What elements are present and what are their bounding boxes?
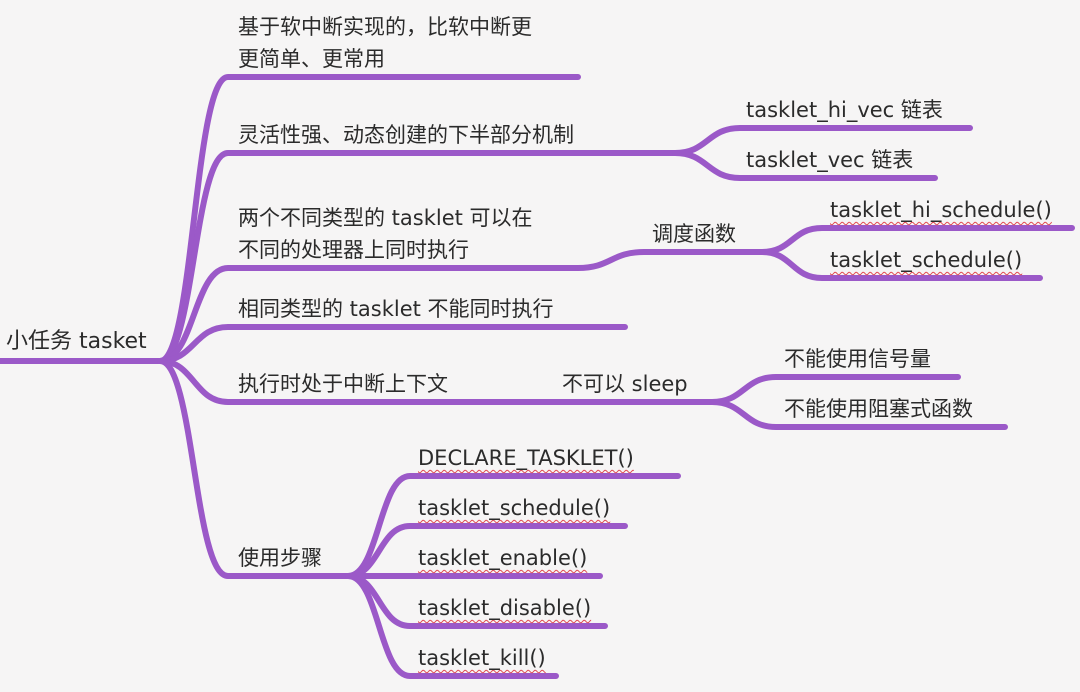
step-declare-tasklet[interactable]: DECLARE_TASKLET() [418,446,634,470]
branch-1-line-1[interactable]: 基于软中断实现的，比软中断更 [238,15,532,39]
branch-5-sub-no-sleep[interactable]: 不可以 sleep [562,372,688,396]
branch-5-child-no-blocking[interactable]: 不能使用阻塞式函数 [784,397,973,421]
connector-branch-4 [157,324,628,364]
branch-3-line-2[interactable]: 不同的处理器上同时执行 [238,238,469,262]
branch-3-line-1[interactable]: 两个不同类型的 tasklet 可以在 [238,206,533,230]
connector-b2-child-2 [672,150,938,181]
step-tasklet-disable[interactable]: tasklet_disable() [418,596,592,620]
step-tasklet-enable[interactable]: tasklet_enable() [418,546,588,570]
branch-5-label[interactable]: 执行时处于中断上下文 [238,372,448,396]
branch-2-child-vec[interactable]: tasklet_vec 链表 [746,148,914,172]
branch-3-sub-scheduler[interactable]: 调度函数 [652,222,736,246]
connector-branch-2 [157,150,678,364]
branch-2-child-hi-vec[interactable]: tasklet_hi_vec 链表 [746,98,943,122]
step-tasklet-kill[interactable]: tasklet_kill() [418,646,546,670]
branch-6-label[interactable]: 使用步骤 [238,546,322,570]
connector-branch-5 [157,358,715,405]
branch-3-child-hi-schedule[interactable]: tasklet_hi_schedule() [830,198,1052,222]
connector-branch-6 [157,358,351,579]
branch-5-child-no-semaphore[interactable]: 不能使用信号量 [784,347,931,371]
connector-step-5 [345,573,559,679]
branch-4-label[interactable]: 相同类型的 tasklet 不能同时执行 [238,297,554,321]
branch-3-child-schedule[interactable]: tasklet_schedule() [830,248,1023,272]
connector-b5-child-2 [709,399,1008,430]
step-tasklet-schedule[interactable]: tasklet_schedule() [418,496,611,520]
branch-2-label[interactable]: 灵活性强、动态创建的下半部分机制 [238,123,574,147]
branch-1-line-2[interactable]: 更简单、更常用 [238,47,385,71]
connector-b3-sub [575,249,765,271]
connector-b3-child-2 [759,249,1043,281]
root-node-label[interactable]: 小任务 tasket [6,329,147,354]
